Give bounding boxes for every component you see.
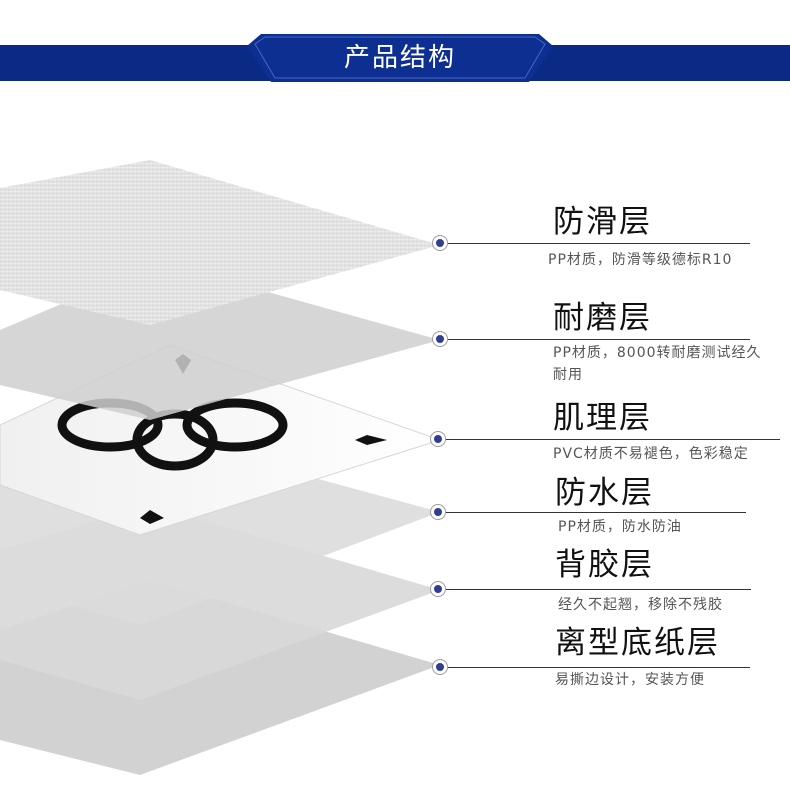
- layer-desc: 易撕边设计，安装方便: [555, 672, 705, 688]
- header-tab: [247, 34, 553, 82]
- layer-title: 耐磨层: [553, 300, 652, 336]
- fleur-icon-bottom: [140, 510, 164, 524]
- layer-desc: 经久不起翘，移除不残胶: [558, 597, 723, 613]
- leader-line: [446, 589, 751, 590]
- bullet-dot-icon: [432, 235, 448, 251]
- bullet-dot-icon: [430, 504, 446, 520]
- page-title: 产品结构: [343, 43, 456, 73]
- anti-slip-layer: [0, 160, 440, 325]
- bullet-dot-icon: [430, 581, 446, 597]
- bullet-dot-icon: [432, 331, 448, 347]
- layer-title: 离型底纸层: [555, 625, 720, 661]
- layer-desc: PP材质，防滑等级德标R10: [548, 252, 733, 268]
- leader-line: [448, 243, 750, 244]
- leader-line: [448, 339, 750, 340]
- fleur-icon-right: [355, 435, 387, 445]
- leader-line: [446, 439, 780, 440]
- layer-title: 防水层: [555, 475, 654, 511]
- bullet-dot-icon: [432, 659, 448, 675]
- layer-desc: PVC材质不易褪色，色彩稳定: [553, 446, 749, 462]
- layer-title: 背胶层: [555, 547, 654, 583]
- layer-title: 肌理层: [553, 400, 652, 436]
- pattern-ornament: [57, 398, 288, 471]
- layer-desc: PP材质，8000转耐磨测试经久耐用: [553, 345, 762, 383]
- leader-line: [446, 512, 746, 513]
- layer-title: 防滑层: [553, 204, 652, 240]
- leader-line: [448, 667, 750, 668]
- layer-desc: PP材质，防水防油: [558, 519, 682, 535]
- bullet-dot-icon: [430, 431, 446, 447]
